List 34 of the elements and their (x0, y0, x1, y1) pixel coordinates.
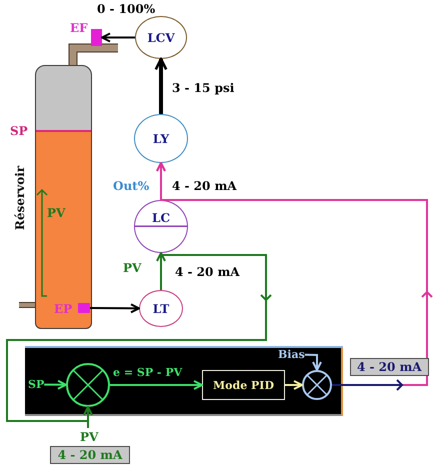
marker-label: EF (70, 22, 88, 34)
instrument-bubble: LT (139, 290, 183, 327)
edge-label: 4 - 20 mA (172, 180, 237, 192)
edge-label: 4 - 20 mA (350, 358, 429, 376)
signal-label: PV (80, 431, 98, 443)
signal-label: Bias (278, 349, 305, 360)
instrument-bubble: LCV (135, 16, 187, 59)
edge-label: 3 - 15 psi (172, 82, 234, 94)
edge-label: 4 - 20 mA (50, 446, 130, 464)
signal-label: SP (10, 125, 28, 137)
edge-label: 0 - 100% (97, 3, 156, 15)
tank-label: Réservoir (14, 166, 26, 230)
edge-label: e = SP - PV (113, 367, 182, 378)
pid-block: Mode PID (202, 370, 285, 400)
signal-label: PV (47, 207, 66, 219)
arrow (101, 32, 135, 42)
arrow (285, 380, 303, 390)
signal-label: PV (123, 262, 142, 274)
arrow (154, 58, 168, 114)
arrow (90, 303, 140, 314)
instrument-bubble: LY (134, 114, 188, 163)
arrow (44, 380, 67, 390)
arrow (110, 380, 203, 390)
controller-panel (25, 346, 343, 416)
signal-label: Out% (113, 180, 150, 192)
instrument-bubble: LC (134, 200, 188, 253)
marker-label: EP (54, 303, 72, 315)
summing-junction-icon (302, 370, 332, 400)
square-marker-icon (91, 29, 102, 46)
square-marker-icon (78, 303, 90, 313)
edge-label: 4 - 20 mA (175, 266, 240, 278)
signal-label: SP (28, 379, 44, 390)
arrow (304, 354, 322, 371)
summing-junction-icon (66, 363, 110, 407)
